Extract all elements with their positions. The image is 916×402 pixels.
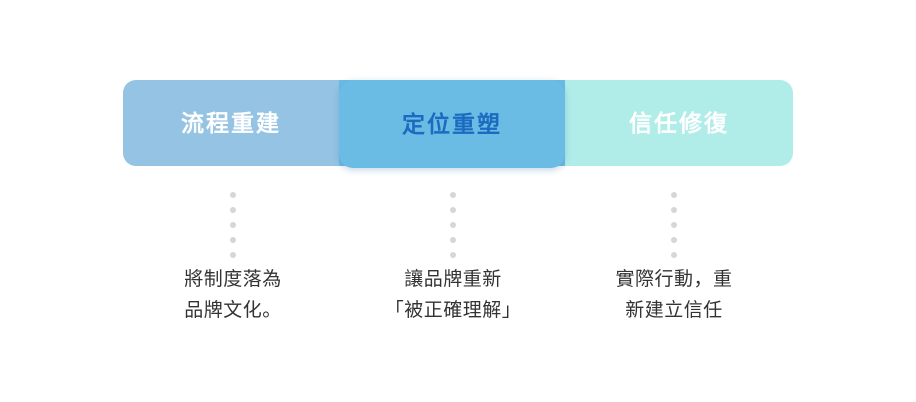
connector-dot xyxy=(450,192,456,198)
phase-caption-2: 讓品牌重新 「被正確理解」 xyxy=(338,264,568,326)
caption-line: 實際行動，重 xyxy=(615,269,733,290)
connector-dot xyxy=(450,222,456,228)
connector-dot xyxy=(230,192,236,198)
phase-segment-1[interactable]: 流程重建 xyxy=(123,80,339,166)
phase-caption-3: 實際行動，重 新建立信任 xyxy=(559,264,789,326)
connector-dot xyxy=(230,207,236,213)
connector-dot xyxy=(230,222,236,228)
connector-dot xyxy=(671,192,677,198)
connector-dots-1 xyxy=(230,192,236,258)
phase-label-3: 信任修復 xyxy=(629,109,729,136)
connector-dot xyxy=(671,207,677,213)
connector-dots-2 xyxy=(450,192,456,258)
phase-caption-1: 將制度落為 品牌文化。 xyxy=(118,264,348,326)
phase-segment-2-active-card[interactable]: 定位重塑 xyxy=(339,80,565,168)
connector-dot xyxy=(450,252,456,258)
connector-dot xyxy=(450,207,456,213)
connector-dot xyxy=(671,222,677,228)
connector-dot xyxy=(230,252,236,258)
phase-label-2: 定位重塑 xyxy=(402,110,502,137)
connector-dot xyxy=(671,252,677,258)
caption-line: 「被正確理解」 xyxy=(384,300,522,321)
phase-label-1: 流程重建 xyxy=(181,109,281,136)
connector-dots-3 xyxy=(671,192,677,258)
caption-line: 讓品牌重新 xyxy=(404,269,502,290)
connector-dot xyxy=(230,237,236,243)
connector-dot xyxy=(450,237,456,243)
caption-line: 將制度落為 xyxy=(184,269,282,290)
caption-line: 新建立信任 xyxy=(625,300,723,321)
connector-dot xyxy=(671,237,677,243)
caption-line: 品牌文化。 xyxy=(184,300,282,321)
phase-segment-3[interactable]: 信任修復 xyxy=(565,80,793,166)
